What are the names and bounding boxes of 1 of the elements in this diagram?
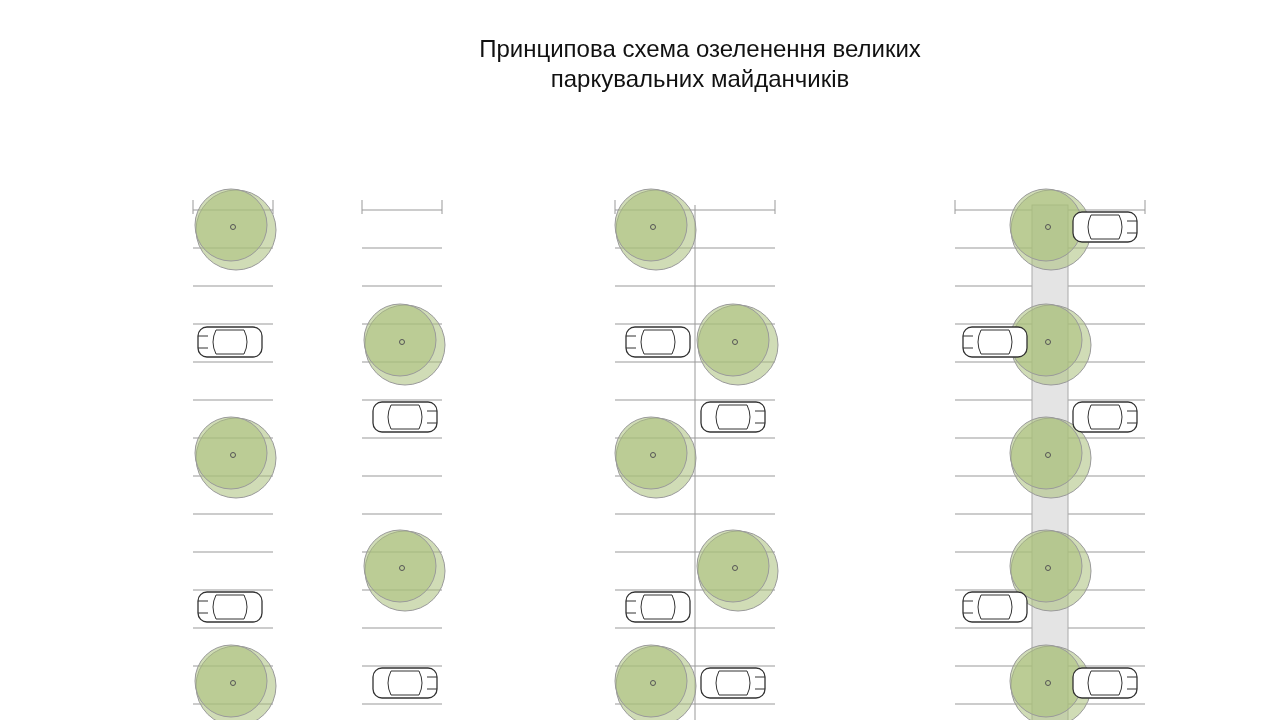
diagram-title: Принципова схема озеленення великих паркувальних майданчиків xyxy=(478,34,922,94)
